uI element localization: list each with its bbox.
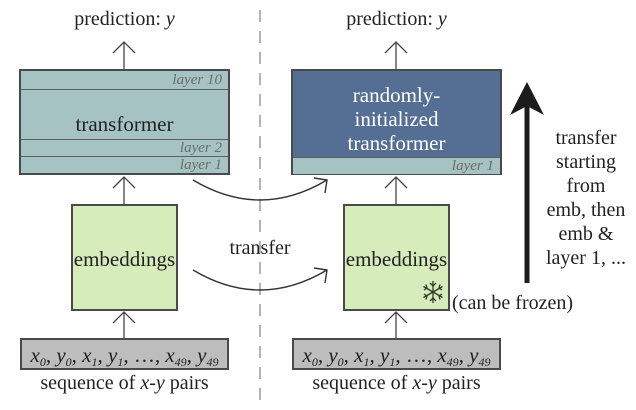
right-prediction-label: prediction: y bbox=[291, 8, 502, 30]
left-embeddings-box: embeddings bbox=[71, 204, 178, 311]
prediction-text: prediction: bbox=[74, 8, 161, 30]
layer-1-label: layer 1 bbox=[179, 157, 222, 173]
progression-arrow bbox=[510, 82, 544, 283]
arrow-left-mid bbox=[112, 176, 136, 204]
arrow-right-mid bbox=[384, 176, 408, 204]
side-note: transfer starting from emb, then emb & l… bbox=[546, 127, 626, 269]
embeddings-label: embeddings bbox=[345, 247, 448, 271]
layer-1-label: layer 1 bbox=[451, 158, 494, 174]
left-sequence-tokens: x0, y0, x1, y1, …, x49, y49 bbox=[30, 343, 219, 369]
embeddings-label: embeddings bbox=[73, 247, 176, 271]
transfer-arrow-embeddings bbox=[192, 267, 328, 291]
right-transformer-box: randomly- initialized transformer layer … bbox=[291, 69, 502, 175]
right-layer-1-strip: layer 1 bbox=[293, 157, 500, 174]
right-sequence-caption: sequence of x-y pairs bbox=[312, 372, 481, 394]
prediction-variable: y bbox=[165, 8, 175, 30]
arrow-right-top bbox=[384, 41, 408, 69]
layer-10-label: layer 10 bbox=[172, 72, 222, 88]
arrow-right-bottom bbox=[384, 311, 408, 338]
left-sequence-box: x0, y0, x1, y1, …, x49, y49 bbox=[20, 338, 229, 370]
transformer-label: transformer bbox=[75, 112, 174, 136]
snowflake-icon bbox=[423, 281, 443, 303]
left-prediction-label: prediction: y bbox=[19, 8, 230, 30]
left-transformer-box: layer 10 transformer layer 2 layer 1 bbox=[19, 69, 230, 175]
arrow-left-top bbox=[112, 41, 136, 69]
prediction-text: prediction: bbox=[346, 8, 433, 30]
prediction-variable: y bbox=[437, 8, 447, 30]
transfer-label: transfer bbox=[229, 237, 291, 259]
layer-2-strip: layer 2 bbox=[21, 139, 228, 157]
layer-2-label: layer 2 bbox=[179, 140, 222, 156]
layer-10-strip: layer 10 bbox=[21, 71, 228, 90]
right-sequence-box: x0, y0, x1, y1, …, x49, y49 bbox=[292, 338, 501, 370]
right-embeddings-box: embeddings bbox=[343, 204, 450, 311]
transfer-arrow-layer1 bbox=[192, 177, 328, 201]
layer-1-strip: layer 1 bbox=[21, 157, 228, 174]
right-sequence-tokens: x0, y0, x1, y1, …, x49, y49 bbox=[302, 343, 491, 369]
left-sequence-caption: sequence of x-y pairs bbox=[40, 372, 209, 394]
frozen-note: (can be frozen) bbox=[452, 292, 574, 314]
random-transformer-label: randomly- initialized transformer bbox=[347, 83, 446, 155]
arrow-left-bottom bbox=[112, 311, 136, 338]
